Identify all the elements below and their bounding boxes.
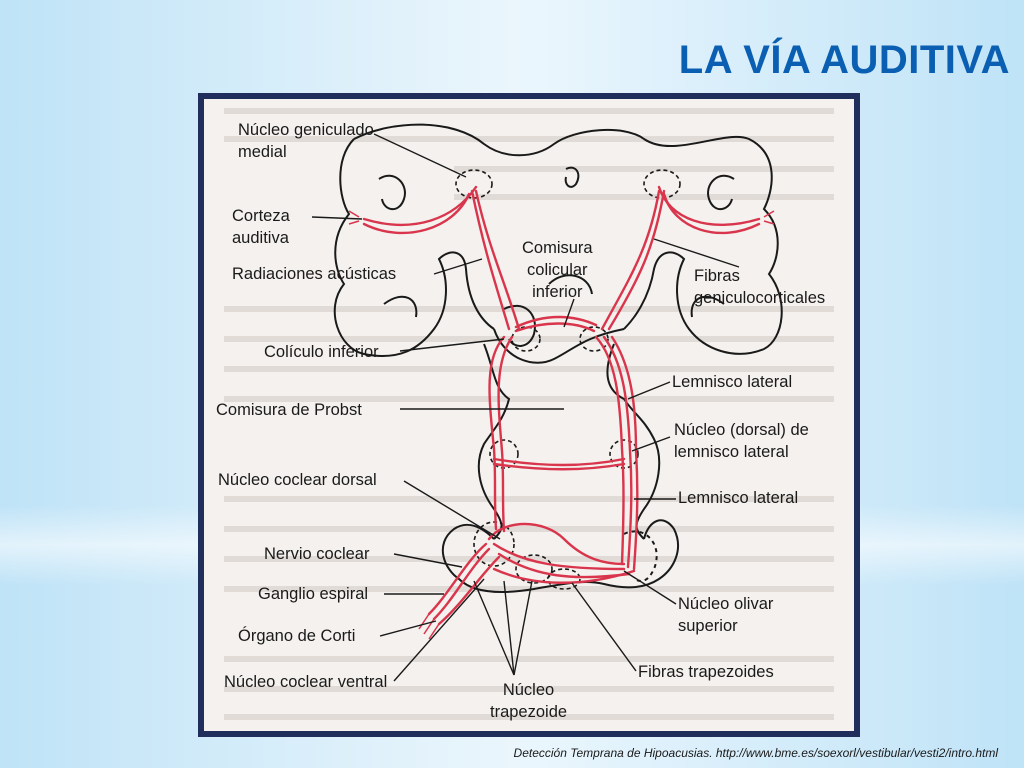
label-nucleo-geniculado-medial: Núcleo geniculado medial [238,121,374,161]
label-nucleo-coclear-ventral: Núcleo coclear ventral [224,673,388,691]
nuclei-outlines [455,169,681,590]
label-corteza-auditiva: Corteza auditiva [232,207,290,247]
label-lemnisco-lateral-upper: Lemnisco lateral [672,373,793,391]
label-ganglio-espiral: Ganglio espiral [258,585,369,603]
label-organo-de-corti: Órgano de Corti [238,627,356,645]
source-caption: Detección Temprana de Hipoacusias. http:… [513,746,998,760]
auditory-pathway-figure: Núcleo geniculado medial Corteza auditiv… [198,93,860,737]
label-fibras-geniculocorticales: Fibras geniculocorticales [694,267,826,307]
label-nucleo-olivar-superior: Núcleo olivar superior [678,595,774,635]
label-comisura-de-probst: Comisura de Probst [216,401,362,419]
auditory-pathway-diagram [224,108,834,720]
label-lemnisco-lateral-lower: Lemnisco lateral [678,489,799,507]
slide-title: LA VÍA AUDITIVA [678,38,1010,82]
label-radiaciones-acusticas: Radiaciones acústicas [232,265,397,283]
label-coliculo-inferior: Colículo inferior [264,343,379,361]
label-nucleo-dorsal-lemnisco: Núcleo (dorsal) de lemnisco lateral [674,421,809,461]
label-fibras-trapezoides: Fibras trapezoides [638,663,774,681]
label-nervio-coclear: Nervio coclear [264,545,370,563]
label-nucleo-coclear-dorsal: Núcleo coclear dorsal [218,471,377,489]
label-comisura-colicular-inferior: Comisura colicular inferior [522,239,593,301]
label-nucleo-trapezoide: Núcleo trapezoide [490,681,568,721]
